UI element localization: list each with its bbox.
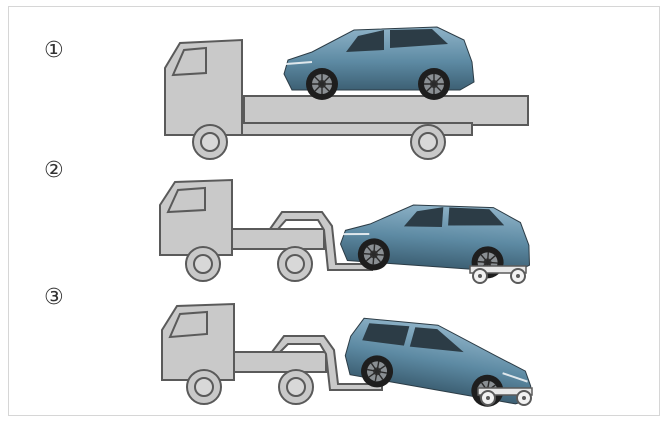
truck-1-rear-wheel — [411, 125, 445, 159]
car-3 — [341, 310, 539, 414]
step-1-illustration — [165, 27, 528, 159]
truck-3-frame — [234, 352, 326, 372]
truck-3-front-wheel — [187, 370, 221, 404]
truck-3-rear-wheel — [279, 370, 313, 404]
dolly-2 — [470, 266, 526, 283]
step-3-illustration — [162, 304, 538, 414]
truck-2-frame — [232, 229, 324, 249]
car-1 — [284, 27, 474, 100]
step-2-illustration — [160, 180, 533, 283]
truck-1-bed — [244, 96, 528, 125]
truck-2-rear-wheel — [278, 247, 312, 281]
truck-2-front-wheel — [186, 247, 220, 281]
truck-1-front-wheel — [193, 125, 227, 159]
